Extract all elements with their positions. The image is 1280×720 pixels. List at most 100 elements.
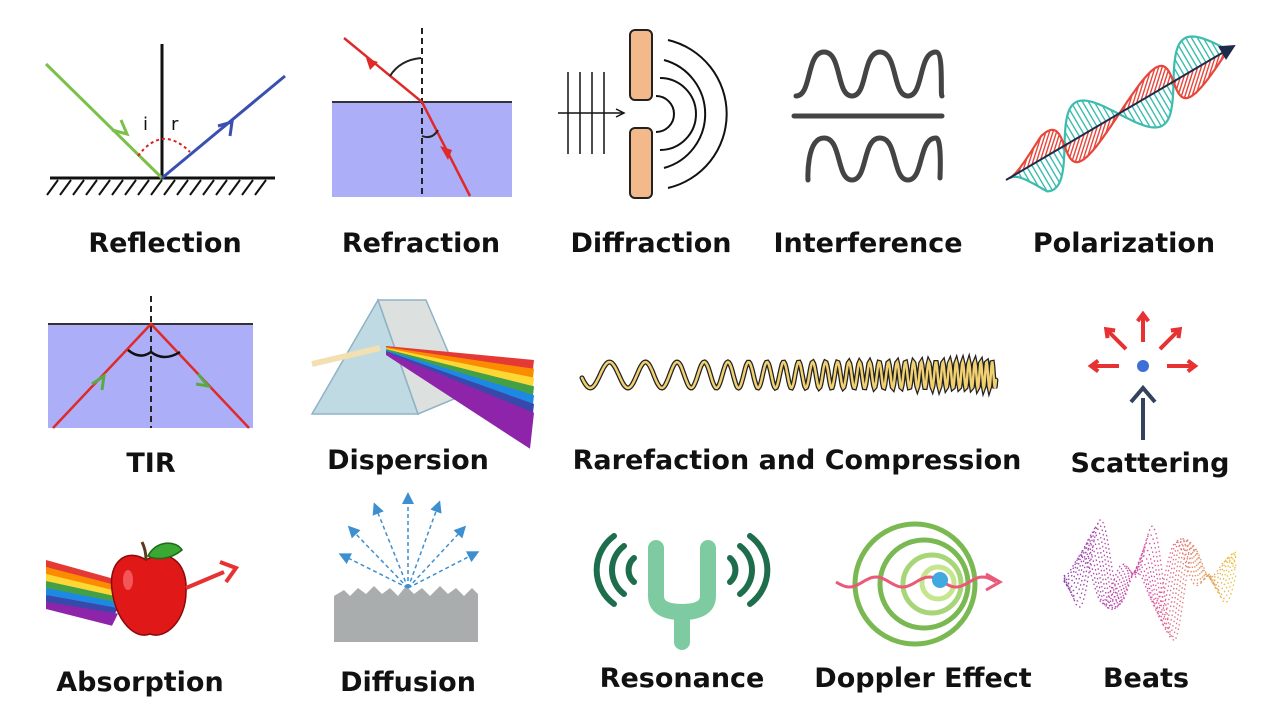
helix-teal-rung [1166, 85, 1174, 97]
angle-i-label: i [143, 114, 148, 135]
tir-ray [52, 322, 250, 429]
scatter-arrow [1158, 327, 1182, 351]
helix-red-rung [1087, 126, 1098, 156]
beat-curve [1063, 541, 1237, 605]
helix-teal-rung [1135, 103, 1151, 128]
helix-teal-rung [1048, 154, 1063, 177]
diffuse-ray [407, 500, 442, 589]
helix-teal-rung [1144, 98, 1162, 127]
wavefront-1 [852, 521, 978, 647]
spectrum-beam [386, 346, 534, 449]
helix-red-rung [1071, 136, 1081, 161]
helix-red-rung [1082, 129, 1094, 160]
hatch-line [137, 179, 150, 196]
helix-teal-rung [1081, 100, 1098, 128]
helix-red-rung [1074, 134, 1085, 163]
helix-teal-rung [1068, 109, 1085, 135]
refracted-ray [343, 37, 472, 197]
wavefront-4 [919, 564, 957, 602]
helix-teal-rung [1185, 37, 1203, 66]
hatch-line [254, 179, 267, 196]
helix-red-rung [1207, 57, 1216, 79]
scattering-particle [1137, 360, 1149, 372]
constructive-wave [793, 49, 945, 99]
apple-icon [110, 541, 187, 636]
helix-teal-rung [1035, 162, 1053, 191]
helix-red-rung [1140, 72, 1151, 102]
helix-red-rung [1191, 65, 1203, 96]
hatch-line [176, 179, 189, 196]
helix-teal-rung [1127, 108, 1137, 123]
helix-teal-rung [1066, 115, 1081, 138]
incident-ray [44, 62, 164, 180]
scattered-arrows [1087, 310, 1199, 373]
hatch-line [241, 179, 254, 196]
helix-red-rung [1069, 139, 1077, 158]
destructive-wave [805, 135, 943, 183]
helix-red-rung [1135, 77, 1146, 105]
right-sound-waves [727, 533, 771, 607]
tir-angle-arc [127, 349, 181, 359]
hatch-line [215, 179, 228, 196]
incident-arrow-icon [111, 119, 130, 137]
helix-red-rung [1078, 131, 1090, 163]
mirror-hatching [46, 179, 267, 196]
label-diffraction: Diffraction [570, 228, 732, 259]
dispersion-diagram [310, 298, 534, 449]
diffuse-rays [338, 492, 480, 589]
helix-teal-rung [1044, 157, 1061, 183]
transmitted-arrow [185, 570, 225, 590]
tir-reflected-arrow-icon [195, 373, 212, 389]
label-polarization: Polarization [1032, 228, 1216, 259]
helix-teal [1009, 35, 1229, 193]
scattering-diagram [1087, 310, 1199, 440]
doppler-diagram [835, 521, 1004, 647]
beat-curve [1063, 526, 1237, 635]
label-reflection: Reflection [88, 228, 242, 259]
helix-red-rung [1196, 62, 1207, 92]
helix-teal-rung [1190, 36, 1207, 64]
hatch-line [85, 179, 98, 196]
hatch-line [111, 179, 124, 196]
label-absorption: Absorption [56, 667, 224, 698]
label-dispersion: Dispersion [327, 445, 489, 476]
helix-red-rung [1092, 123, 1103, 151]
doppler-arrow-icon [985, 572, 1004, 592]
helix-red-rung [1048, 131, 1058, 156]
hatch-line [72, 179, 85, 196]
diffuse-ray [407, 551, 480, 589]
scatter-arrow [1104, 327, 1128, 351]
helix-red-rung [1039, 129, 1051, 161]
diffraction-diagram [558, 29, 728, 199]
helix-teal-rung [1131, 105, 1144, 126]
label-tir: TIR [126, 448, 176, 479]
helix-teal-rung [1196, 36, 1212, 61]
absorbed-band [46, 602, 118, 626]
helix-red-rung [1153, 65, 1164, 94]
helix-teal-rung [1180, 40, 1199, 69]
incident-wavefronts [558, 72, 626, 154]
diffusion-diagram [334, 492, 480, 642]
incoming-arrow-icon [1129, 384, 1157, 404]
incidence-arrow-icon [366, 58, 378, 70]
hatch-line [189, 179, 202, 196]
beats-diagram [1063, 519, 1237, 642]
helix-teal-rung [1052, 152, 1064, 169]
diffracted-wavefronts [655, 39, 728, 189]
helix-teal-rung [1173, 67, 1181, 79]
absorbed-spectrum [46, 560, 118, 626]
helix-red-rung [1148, 65, 1160, 97]
helix-teal-rung [1157, 90, 1172, 113]
hatch-line [124, 179, 137, 196]
lower-slit-barrier [629, 127, 653, 199]
reflected-ray [161, 74, 286, 180]
helix-red-rung [1178, 75, 1186, 94]
scatter-arrow-head-icon [1186, 359, 1199, 373]
helix-red-rung [1161, 70, 1169, 89]
label-scattering: Scattering [1070, 448, 1230, 479]
tir-incident-arrow-icon [91, 372, 106, 391]
transmitted-arrow-icon [219, 560, 240, 584]
helix-teal-rung [1087, 100, 1103, 125]
white-light-beam [311, 345, 381, 367]
helix-red-rung [1035, 132, 1047, 163]
